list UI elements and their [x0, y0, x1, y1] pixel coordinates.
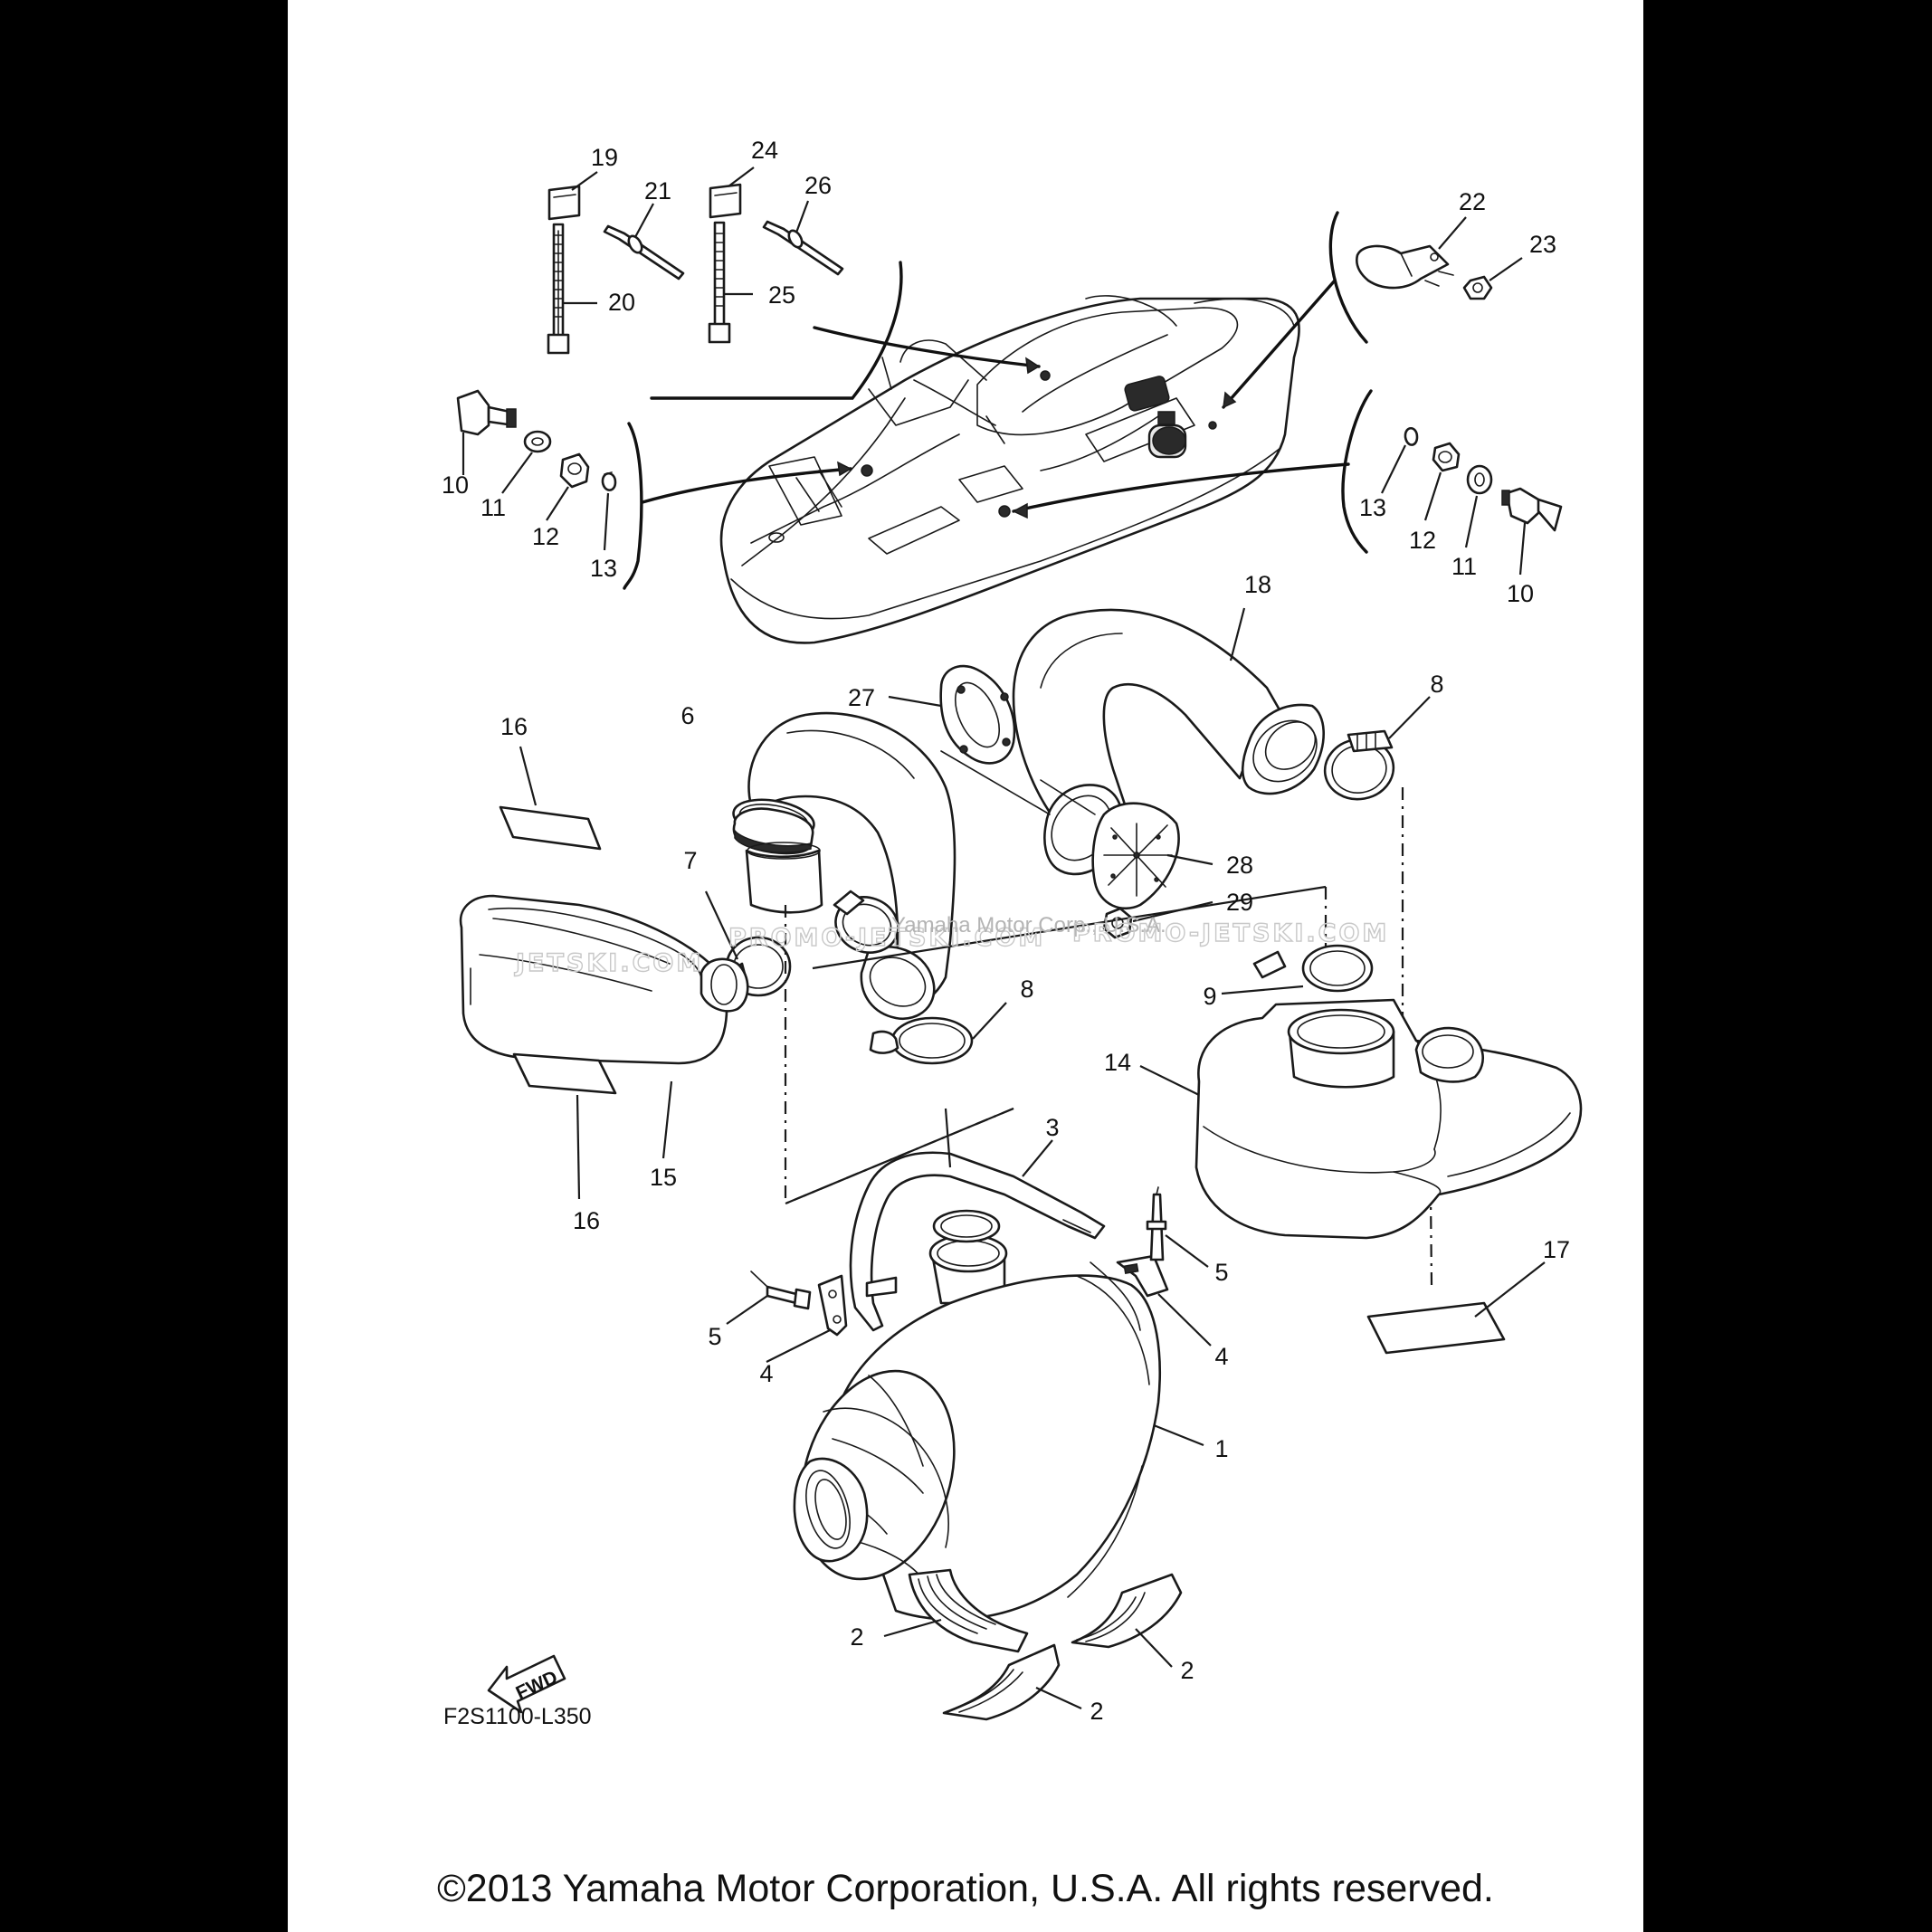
- leader-lines-15-16: [519, 746, 673, 1200]
- leader-line-1: [1153, 1423, 1204, 1447]
- watermark-4: PROMO-JETSKI.COM: [1072, 919, 1389, 947]
- callout-16-a: 16: [500, 713, 528, 740]
- callout-13-a: 13: [590, 555, 617, 582]
- callout-7: 7: [683, 847, 697, 874]
- callout-8-a: 8: [1430, 671, 1443, 698]
- callout-13-b: 13: [1359, 494, 1386, 521]
- callout-2-a: 2: [850, 1623, 863, 1651]
- callout-5-b: 5: [1214, 1259, 1228, 1286]
- part-10-13-fitting-right: [1404, 426, 1563, 532]
- callout-17: 17: [1543, 1236, 1570, 1263]
- diagram-code: F2S1100-L350: [443, 1704, 592, 1729]
- part-1-silencer: [793, 1209, 1161, 1621]
- part-19-21-tie-clip: [547, 185, 685, 355]
- leader-lines-4-5: [726, 1234, 1212, 1363]
- copyright-notice: ©2013 Yamaha Motor Corporation, U.S.A. A…: [437, 1867, 1494, 1910]
- callout-2-c: 2: [1090, 1698, 1103, 1725]
- part-9-hose-clamp: [1221, 944, 1374, 995]
- callout-26: 26: [804, 172, 832, 199]
- callout-8-b: 8: [1020, 976, 1033, 1003]
- part-8-clamp-on-elbow: [833, 890, 899, 954]
- callout-20: 20: [608, 289, 635, 316]
- part-29-nut: [1102, 907, 1133, 939]
- watermark-2: PROMO-JETSKI.COM: [728, 924, 1045, 952]
- callout-11-a: 11: [481, 494, 506, 521]
- part-2-heat-pad-right: [1071, 1573, 1183, 1649]
- callout-10-b: 10: [1507, 580, 1534, 607]
- part-14-resonator-box: [1194, 998, 1583, 1240]
- part-27-flange-ring: [939, 664, 1016, 765]
- callout-12-b: 12: [1409, 527, 1436, 554]
- hardware-bracket-lines: [623, 211, 1373, 590]
- callout-19: 19: [591, 144, 618, 171]
- callout-27: 27: [848, 684, 875, 711]
- callout-14: 14: [1104, 1049, 1131, 1076]
- part-4-bracket-left: [817, 1274, 848, 1337]
- callout-4-a: 4: [759, 1360, 773, 1387]
- part-6-elbow-tube: [732, 711, 956, 1021]
- callout-6: 6: [680, 702, 694, 729]
- callout-18: 18: [1244, 571, 1271, 598]
- part-22-23-bracket: [1356, 244, 1493, 300]
- callout-12-a: 12: [532, 523, 559, 550]
- callout-23: 23: [1529, 231, 1556, 258]
- part-28-screen: [1091, 802, 1180, 910]
- watermark-1: JETSKI.COM: [514, 949, 703, 977]
- callout-16-b: 16: [573, 1207, 600, 1234]
- callout-11-b: 11: [1451, 553, 1477, 580]
- part-16-pad-upper: [499, 805, 602, 851]
- leader-lines-right: [1381, 444, 1527, 576]
- part-17-pad: [1366, 1261, 1546, 1355]
- callout-22: 22: [1459, 188, 1486, 215]
- callout-2-b: 2: [1180, 1657, 1194, 1684]
- callout-1: 1: [1214, 1435, 1228, 1462]
- watermark-3: Yamaha Motor Corp., U.S.A.: [891, 913, 1166, 937]
- callout-24: 24: [751, 137, 778, 164]
- leader-lines-2: [883, 1618, 1173, 1709]
- callout-5-a: 5: [708, 1323, 721, 1350]
- leader-lines-left: [462, 433, 610, 551]
- callout-29: 29: [1226, 889, 1253, 916]
- callout-numbers: 1 2 2 2 3 4 4 5 5 6 7 8 8 9 10 10 11 11 …: [442, 137, 1570, 1725]
- part-5-rivet-right: [1146, 1186, 1167, 1261]
- callout-10-a: 10: [442, 471, 469, 499]
- callout-21: 21: [644, 177, 671, 205]
- part-2-heat-pad-large: [908, 1568, 1029, 1653]
- part-16-pad-lower: [512, 1052, 617, 1095]
- leader-lines-top-left: [563, 167, 810, 305]
- callout-25: 25: [768, 281, 795, 309]
- callout-3: 3: [1045, 1114, 1059, 1141]
- part-15-air-box: [459, 894, 749, 1065]
- part-3-strap: [849, 1139, 1106, 1332]
- callout-4-b: 4: [1214, 1343, 1228, 1370]
- part-4-bracket-right: [1116, 1254, 1169, 1298]
- part-8-hose-clamp-mid: [869, 1002, 1007, 1065]
- part-24-26-tie-clip: [708, 183, 844, 344]
- part-2-heat-pad-bottom: [942, 1643, 1061, 1721]
- callout-28: 28: [1226, 852, 1253, 879]
- leader-line-14: [1139, 1065, 1200, 1096]
- leader-lines-top-right: [1438, 216, 1523, 281]
- watermark-band: JETSKI.COM PROMO-JETSKI.COM Yamaha Motor…: [513, 913, 1389, 978]
- callout-15: 15: [650, 1164, 677, 1191]
- part-10-13-fitting-left: [456, 389, 617, 491]
- part-5-rivet-left: [750, 1271, 812, 1310]
- part-8-hose-clamp-upper: [1323, 696, 1431, 801]
- watercraft-hull: [719, 295, 1300, 644]
- callout-9: 9: [1203, 983, 1216, 1010]
